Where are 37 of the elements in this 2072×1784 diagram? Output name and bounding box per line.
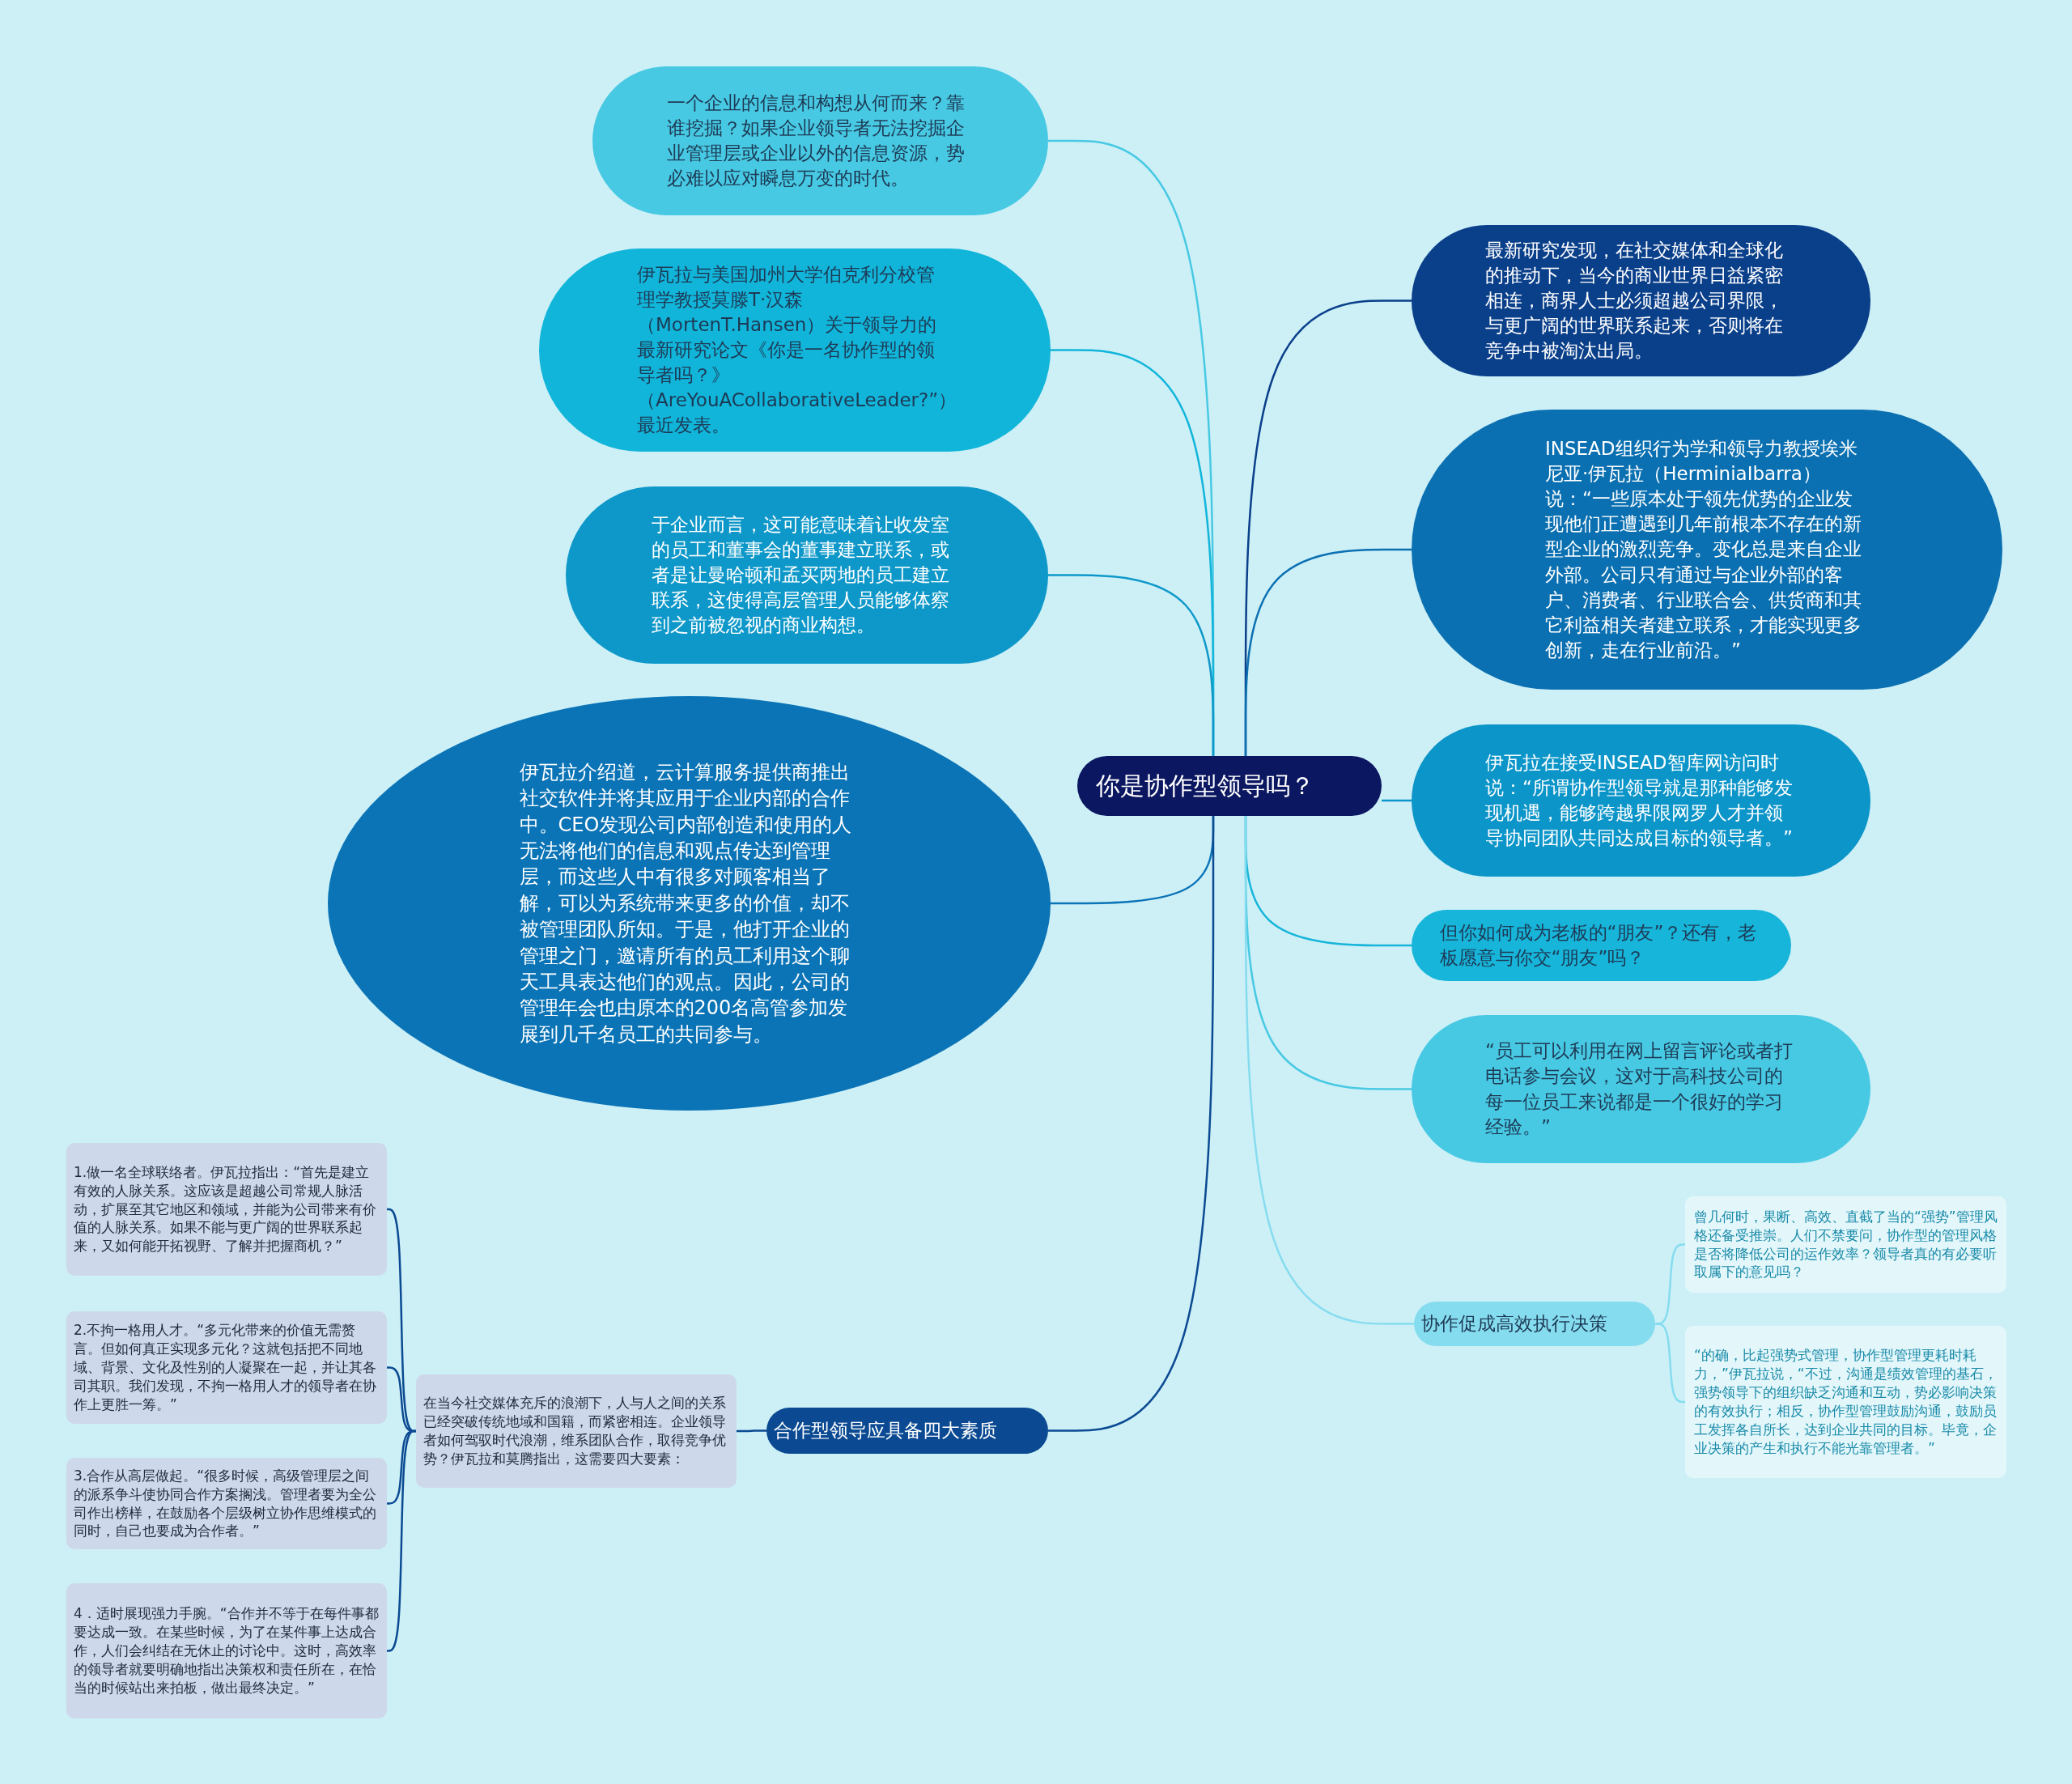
note-card [1685, 1326, 2006, 1478]
note-text: 3.合作从高层做起。“很多时候，高级管理层之间的派系争斗使协同合作方案搁浅。管理者要为全公司作出榜样，在鼓励各个层级树立协作思维模式的同时，自己也要成为合作者。” [74, 1466, 377, 1541]
topic-text: 最新研究发现，在社交媒体和全球化的推动下，当今的商业世界日益紧密相连，商界人士必须超越公司界限，与更广阔的世界联系起来，否则将在竞争中被淘汰出局。 [1485, 238, 1784, 363]
topic-text: 伊瓦拉与美国加州大学伯克利分校管理学教授莫滕T·汉森（MortenT.Hansen）关于领导力的最新研究论文《你是一名协作型的领导者吗？》（AreYouACollaborativeLeader?”）最近发表。 [637, 262, 953, 438]
central-topic [1077, 756, 1382, 816]
topic-text: 伊瓦拉在接受INSEAD智库网访问时说：“所谓协作型领导就是那种能够发现机遇，能够跨越界限网罗人才并领导协同团队共同达成目标的领导者。” [1485, 750, 1794, 851]
topic-text: “员工可以利用在网上留言评论或者打电话参与会议，这对于高科技公司的每一位员工来说都是一个很好的学习经验。” [1485, 1039, 1794, 1139]
connector-line [1382, 799, 1412, 802]
note-card [66, 1311, 387, 1424]
connector-line [387, 1429, 416, 1652]
topic-text: 你是协作型领导吗？ [1096, 770, 1315, 801]
note-text: 曾几何时，果断、高效、直截了当的“强势”管理风格还备受推崇。人们不禁要问，协作型的管理风格是否将降低公司的运作效率？领导者真的有必要听取属下的意见吗？ [1694, 1207, 1998, 1282]
note-card [1685, 1196, 2006, 1293]
topic-text: 合作型领导应具备四大素质 [774, 1418, 998, 1442]
note-text: 1.做一名全球联络者。伊瓦拉指出：“首先是建立有效的人脉关系。这应该是超越公司常规人脉活动，扩展至其它地区和领域，并能为公司带来有价值的人脉关系。如果不能与更广阔的世界联系起来，又如何能开拓视野、了解并把握商机？” [74, 1162, 377, 1256]
note-text: 2.不拘一格用人才。“多元化带来的价值无需赘言。但如何真正实现多元化？这就包括把不同地域、背景、文化及性别的人凝聚在一起，并让其各司其职。我们发现，不拘一格用人才的领导者在协作上更胜一筹。” [74, 1321, 377, 1414]
connector-line [1048, 574, 1215, 756]
topic-text: 协作促成高效执行决策 [1421, 1311, 1608, 1336]
topic-text: 伊瓦拉介绍道，云计算服务提供商推出社交软件并将其应用于企业内部的合作中。CEO发现公司内部创造和使用的人无法将他们的信息和观点传达到管理层，而这些人中有很多对顾客相当了解，可以为系统带来更多的价值，却不被管理团队所知。于是，他打开企业的管理之门，邀请所有的员工利用这个聊天工具表达他们的观点。因此，公司的管理年会也由原本的200名高管参加发展到几千名员工的共同参与。 [519, 759, 853, 1047]
note-text: 在当今社交媒体充斥的浪潮下，人与人之间的关系已经突破传统地域和国籍，而紧密相连。企业领导者如何驾驭时代浪潮，维系团队合作，取得竞争优势？伊瓦拉和莫腾指出，这需要四大要素： [423, 1394, 727, 1468]
connector-line [1048, 816, 1215, 1432]
note-card [66, 1458, 387, 1549]
connector-line [1655, 1323, 1685, 1404]
topic-text: 于企业而言，这可能意味着让收发室的员工和董事会的董事建立联系，或者是让曼哈顿和孟买两地的员工建立联系，这使得高层管理人员能够体察到之前被忽视的商业构想。 [651, 512, 950, 638]
note-card [66, 1583, 387, 1718]
connector-line [737, 1429, 766, 1433]
note-text: “的确，比起强势式管理，协作型管理更耗时耗力，”伊瓦拉说，“不过，沟通是绩效管理的基石，强势领导下的组织缺乏沟通和互动，势必影响决策的有效执行；相反，协作型管理鼓励沟通，鼓励员工发挥各自所长，达到企业共同的目标。毕竟，企业决策的产生和执行不能光靠管理者。” [1694, 1346, 1998, 1458]
topic-bubble [1414, 1302, 1655, 1346]
note-card [66, 1143, 387, 1276]
note-text: 4．适时展现强力手腕。“合作并不等于在每件事都要达成一致。在某些时候，为了在某件事上达成合作，人们会纠结在无休止的讨论中。这时，高效率的领导者就要明确地指出决策权和责任所在，在恰当的时候站出来拍板，做出最终决定。” [74, 1604, 380, 1697]
connector-line [1244, 816, 1414, 1325]
topic-text: 但你如何成为老板的“朋友”？还有，老板愿意与你交“朋友”吗？ [1439, 920, 1758, 970]
topic-bubble [766, 1408, 1048, 1454]
connector-line [1244, 548, 1412, 756]
topic-text: 一个企业的信息和构想从何而来？靠谁挖掘？如果企业领导者无法挖掘企业管理层或企业以外的信息资源，势必难以应对瞬息万变的时代。 [666, 91, 966, 191]
note-card [416, 1374, 737, 1488]
topic-text: INSEAD组织行为学和领导力教授埃米尼亚·伊瓦拉（HerminiaIbarra）说：“一些原本处于领先优势的企业发现他们正遭遇到几年前根本不存在的新型企业的激烈竞争。变化总是来自企业外部。公司只有通过与企业外部的客户、消费者、行业联合会、供货商和其它利益相关者建立联系，才能实现更多创新，走在行业前沿。” [1545, 437, 1862, 662]
